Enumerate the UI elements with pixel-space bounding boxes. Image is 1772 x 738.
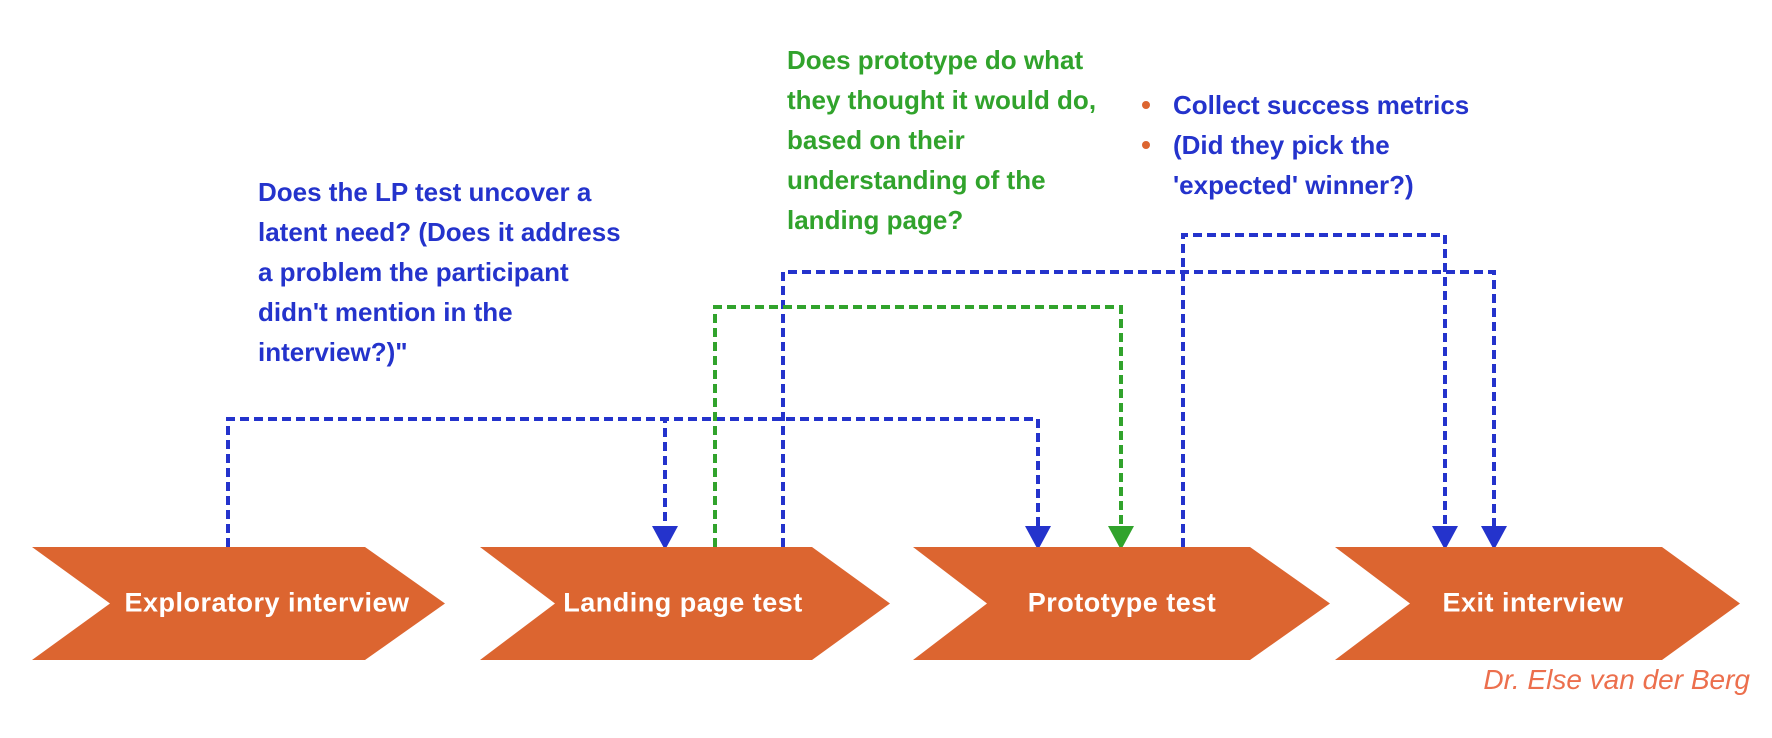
bullet-item: 'expected' winner?) (1142, 165, 1469, 205)
bullet-item: Collect success metrics (1142, 85, 1469, 125)
annotation-lp-test-question: Does the LP test uncover a latent need? … (258, 172, 621, 372)
annotation-line: interview?)" (258, 337, 408, 367)
arrowhead-icon (1432, 526, 1458, 550)
stage-label-exit-interview: Exit interview (1442, 587, 1624, 618)
connector-exploratory-to-landing (226, 417, 678, 550)
stage-label-prototype-test: Prototype test (1027, 587, 1217, 618)
connector-prototype-to-exit (1181, 233, 1458, 550)
stage-arrow-prototype-test (913, 547, 1330, 660)
stage-label-landing-page-test: Landing page test (563, 587, 803, 618)
connector-landing-to-exit (781, 270, 1507, 550)
arrowhead-icon (1025, 526, 1051, 550)
annotation-line: didn't mention in the (258, 297, 513, 327)
connector-exploratory-to-prototype (226, 417, 1051, 550)
annotation-line: based on their (787, 125, 965, 155)
annotation-line: Does prototype do what (787, 45, 1084, 75)
annotation-prototype-question: Does prototype do what they thought it w… (787, 40, 1096, 240)
annotation-line: understanding of the (787, 165, 1046, 195)
bullet-icon (1142, 141, 1150, 149)
connector-landing-to-prototype (713, 305, 1134, 550)
bullet-text: 'expected' winner?) (1173, 170, 1414, 200)
annotation-line: a problem the participant (258, 257, 569, 287)
stage-arrow-exit-interview (1335, 547, 1740, 660)
stage-label-exploratory-interview: Exploratory interview (124, 587, 410, 618)
stage-arrow-landing-page-test (480, 547, 890, 660)
arrowhead-icon (1108, 526, 1134, 550)
annotation-exit-metrics: Collect success metrics (Did they pick t… (1142, 85, 1469, 205)
bullet-text: Collect success metrics (1173, 90, 1470, 120)
arrowhead-icon (652, 526, 678, 550)
credit-text: Dr. Else van der Berg (1483, 664, 1750, 695)
bullet-item: (Did they pick the (1142, 125, 1469, 165)
stage-arrow-exploratory-interview (32, 547, 445, 660)
arrowhead-icon (1481, 526, 1507, 550)
annotation-line: landing page? (787, 205, 964, 235)
bullet-text: (Did they pick the (1173, 130, 1390, 160)
annotation-line: Does the LP test uncover a (258, 177, 592, 207)
annotation-line: latent need? (Does it address (258, 217, 621, 247)
annotation-line: they thought it would do, (787, 85, 1097, 115)
bullet-icon (1142, 101, 1150, 109)
